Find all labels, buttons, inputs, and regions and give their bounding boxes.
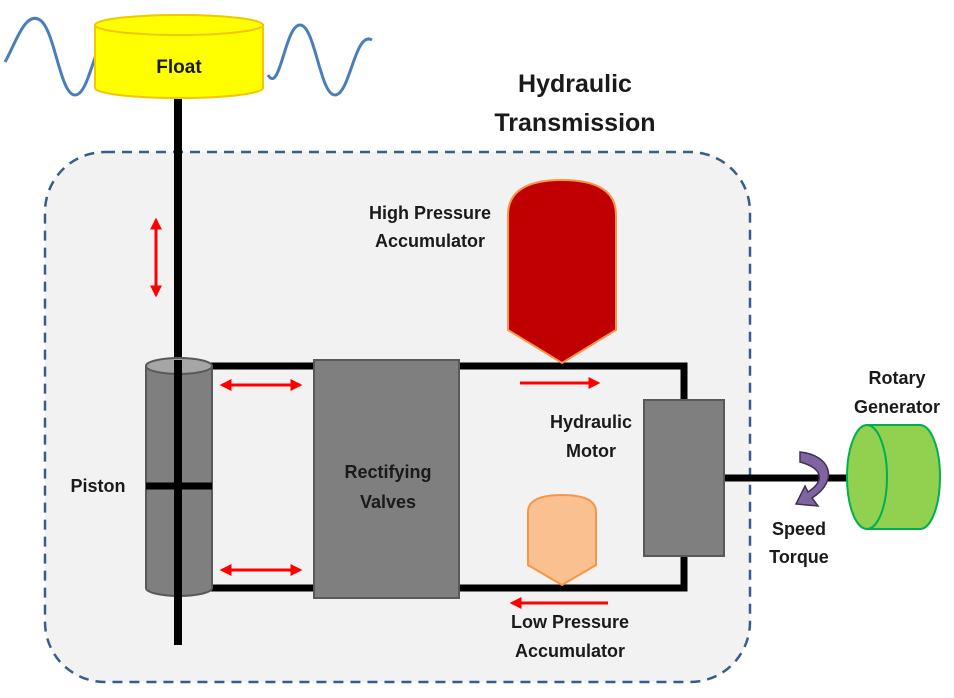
hp-accumulator-label-1: High Pressure xyxy=(369,203,491,223)
hydraulic-motor xyxy=(643,399,725,557)
hp-accumulator-label-2: Accumulator xyxy=(375,231,485,251)
generator-label-2: Generator xyxy=(854,397,940,417)
generator-label-1: Rotary xyxy=(868,368,925,388)
torque-label: Torque xyxy=(769,547,829,567)
motor-label-2: Motor xyxy=(566,441,616,461)
hydraulic-lines xyxy=(210,362,850,592)
float xyxy=(94,14,264,99)
lp-accumulator-label-1: Low Pressure xyxy=(511,612,629,632)
valves-label-1: Rectifying xyxy=(344,462,431,482)
rotary-generator xyxy=(846,424,941,530)
valves-label-2: Valves xyxy=(360,492,416,512)
lp-accumulator-label-2: Accumulator xyxy=(515,641,625,661)
low-pressure-accumulator xyxy=(527,493,597,587)
piston-cylinder xyxy=(145,357,213,645)
rectifying-valves xyxy=(313,359,460,599)
speed-label: Speed xyxy=(772,519,826,539)
float-label: Float xyxy=(156,57,202,78)
rotation-arrow-icon xyxy=(794,451,830,507)
title-line1: Hydraulic xyxy=(518,70,632,98)
title-line2: Transmission xyxy=(494,109,655,137)
high-pressure-accumulator xyxy=(507,178,617,365)
piston-label: Piston xyxy=(70,476,125,496)
motor-label-1: Hydraulic xyxy=(550,412,632,432)
